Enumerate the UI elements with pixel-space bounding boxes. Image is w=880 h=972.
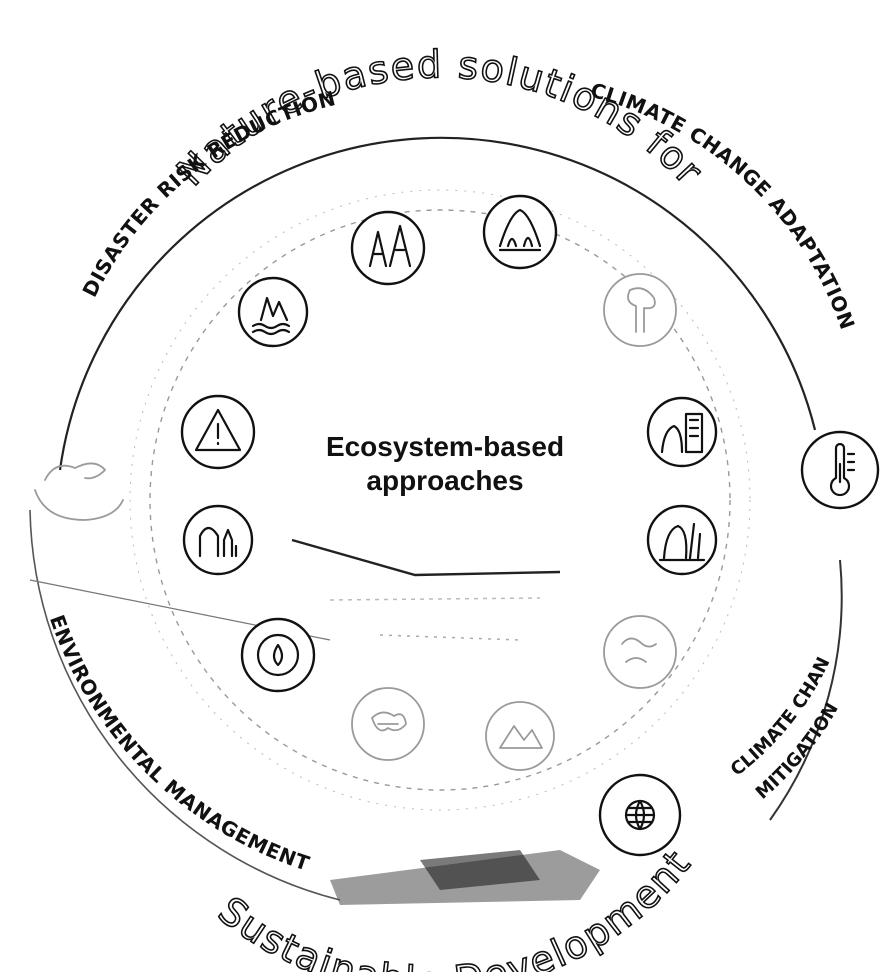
forest-icon [350, 210, 426, 286]
tree-icon [603, 273, 677, 347]
globe-icon [598, 773, 682, 857]
agriculture-icon [182, 504, 254, 576]
drylands-icon [351, 687, 425, 761]
disaster-risk-reduction-label: DISASTER RISK REDUCTION [78, 86, 339, 301]
water-cycle-icon [240, 617, 316, 693]
wetland-icon [482, 194, 558, 270]
hand-icon [34, 462, 124, 521]
center-decoration [291, 538, 561, 641]
warning-icon [180, 394, 256, 470]
center-title: Ecosystem-based approaches [290, 430, 600, 498]
center-title-line2: approaches [366, 465, 524, 496]
thermometer-icon [800, 430, 880, 510]
bottom-textured-band [330, 850, 600, 905]
urban-green-icon [646, 396, 718, 468]
center-title-line1: Ecosystem-based [325, 431, 565, 462]
outer-ring [29, 136, 843, 901]
river-icon [237, 276, 309, 348]
mountain-icon [485, 701, 555, 771]
coastal-vegetation-icon [646, 504, 718, 576]
ocean-icon [603, 615, 677, 689]
